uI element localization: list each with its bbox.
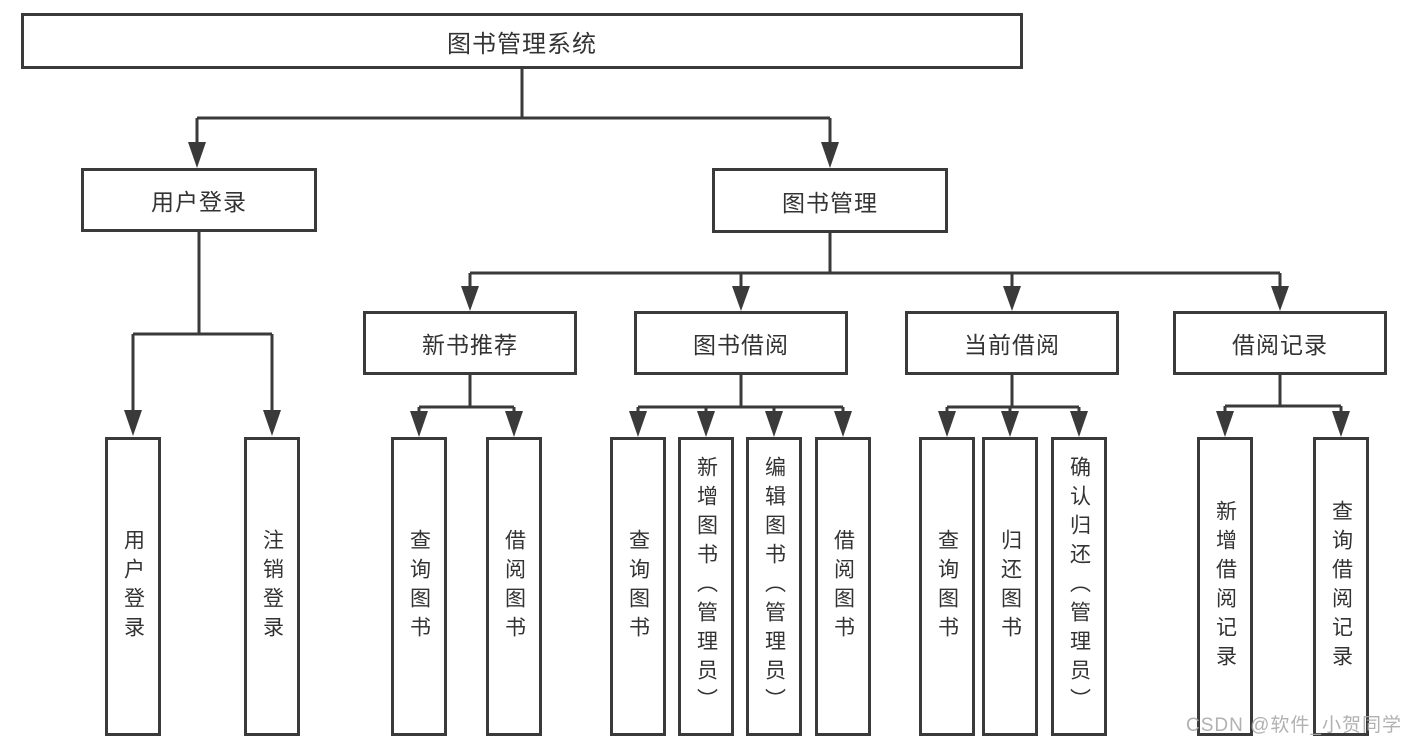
node-label: 借阅图书 <box>502 528 526 645</box>
node-query-book-recommend: 查询图书 <box>391 437 447 736</box>
node-label: 新书推荐 <box>422 332 518 358</box>
edge-new-book-recommend-children <box>410 375 523 437</box>
node-label: 查询图书 <box>626 528 650 645</box>
node-label: 编辑图书（管理员） <box>762 456 786 717</box>
node-label: 查询图书 <box>935 528 959 645</box>
node-library-management-system: 图书管理系统 <box>21 13 1023 69</box>
node-borrow-book: 借阅图书 <box>815 437 871 736</box>
node-label: 当前借阅 <box>964 332 1060 358</box>
edge-book-management-children <box>461 233 1289 311</box>
node-return-book: 归还图书 <box>982 437 1038 736</box>
node-label: 归还图书 <box>998 528 1022 645</box>
node-borrow-records: 借阅记录 <box>1173 311 1387 375</box>
node-book-management: 图书管理 <box>712 168 948 233</box>
node-add-borrow-record: 新增借阅记录 <box>1197 437 1253 736</box>
node-label: 确认归还（管理员） <box>1067 456 1091 717</box>
node-label: 借阅图书 <box>831 528 855 645</box>
node-label: 注销登录 <box>260 528 284 645</box>
node-label: 用户登录 <box>151 189 247 215</box>
node-new-book-recommend: 新书推荐 <box>363 311 577 375</box>
edge-root-to-level1 <box>188 69 839 168</box>
node-label: 图书管理系统 <box>447 30 597 58</box>
node-label: 用户登录 <box>121 528 145 645</box>
node-label: 借阅记录 <box>1232 332 1328 358</box>
node-label: 图书管理 <box>782 189 878 216</box>
node-label: 图书借阅 <box>693 332 789 358</box>
node-query-borrow-record: 查询借阅记录 <box>1313 437 1369 736</box>
csdn-watermark: CSDN @软件_小贺同学 <box>1186 715 1402 736</box>
node-book-borrow: 图书借阅 <box>634 311 848 375</box>
edge-user-login-children <box>124 232 281 436</box>
edge-book-borrow-children <box>629 375 852 437</box>
node-borrow-book-recommend: 借阅图书 <box>486 437 542 736</box>
node-logout-action: 注销登录 <box>244 437 300 736</box>
node-query-book: 查询图书 <box>610 437 666 736</box>
node-query-current-borrow: 查询图书 <box>919 437 975 736</box>
node-label: 新增图书（管理员） <box>694 456 718 717</box>
node-label: 新增借阅记录 <box>1213 499 1237 674</box>
node-edit-book-admin: 编辑图书（管理员） <box>746 437 802 736</box>
node-label: 查询借阅记录 <box>1329 499 1353 674</box>
node-user-login-action: 用户登录 <box>105 437 161 736</box>
node-confirm-return-admin: 确认归还（管理员） <box>1051 437 1107 736</box>
node-label: 查询图书 <box>407 528 431 645</box>
edge-borrow-records-children <box>1216 375 1350 437</box>
node-current-borrow: 当前借阅 <box>905 311 1119 375</box>
node-add-book-admin: 新增图书（管理员） <box>678 437 734 736</box>
node-user-login: 用户登录 <box>81 168 317 232</box>
edge-current-borrow-children <box>938 375 1088 437</box>
